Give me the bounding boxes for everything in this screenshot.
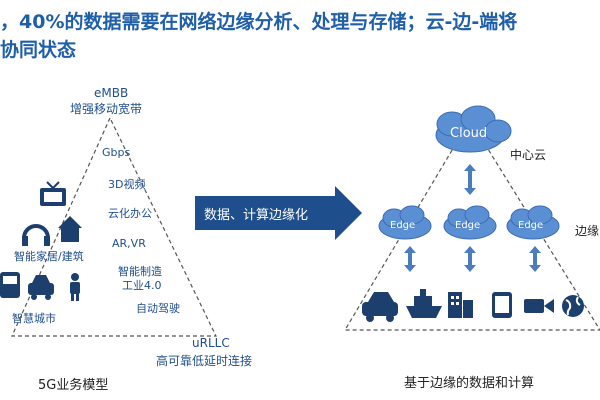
edge-cloud-2: [443, 205, 497, 240]
edge-side-label: 边缘: [575, 224, 600, 238]
tablet-icon: [492, 292, 512, 318]
car-icon: [28, 275, 54, 300]
car-icon: [362, 292, 398, 322]
cloud-label: Cloud: [450, 126, 488, 141]
item-cloud-office: 云化办公: [108, 207, 152, 220]
edge-device-arrows: [404, 246, 541, 272]
cloud-edge-arrow: [464, 164, 476, 195]
house-icon: [58, 216, 82, 242]
left-caption: 5G业务模型: [38, 378, 109, 393]
person-icon: [70, 273, 80, 301]
edge-label-1: Edge: [390, 220, 416, 231]
arrow-label: 数据、计算边缘化: [204, 208, 309, 223]
right-caption: 基于边缘的数据和计算: [404, 376, 535, 391]
item-3d-video: 3D视频: [108, 178, 146, 191]
globe-icon: [562, 295, 584, 317]
embb-label: eMBB: [94, 86, 129, 100]
flow-arrow: [195, 186, 362, 240]
item-gbps: Gbps: [102, 146, 131, 159]
edge-cloud-3: [506, 205, 560, 240]
center-cloud-label: 中心云: [510, 148, 547, 162]
edge-label-3: Edge: [518, 220, 544, 231]
ship-icon: [406, 289, 442, 318]
tv-icon: [40, 181, 66, 206]
smart-city-label: 智慧城市: [12, 312, 56, 325]
urllc-sub-label: 高可靠低延时连接: [156, 354, 253, 368]
urllc-label: uRLLC: [192, 336, 230, 350]
embb-sub-label: 增强移动宽带: [70, 102, 143, 116]
cloud-shape: [435, 105, 512, 153]
item-autonomous-driving: 自动驾驶: [136, 302, 180, 315]
item-ar-vr: AR,VR: [112, 237, 146, 250]
edge-label-2: Edge: [455, 220, 481, 231]
page-title: ，40%的数据需要在网络边缘分析、处理与存储；云-边-端将 协同状态: [0, 8, 600, 64]
headphones-icon: [22, 224, 50, 246]
building-icon: [448, 292, 473, 318]
edge-cloud-1: [378, 205, 432, 240]
title-line-1: ，40%的数据需要在网络边缘分析、处理与存储；云-边-端将: [0, 11, 518, 33]
item-smart-manufacturing: 智能制造: [118, 265, 162, 278]
smart-home-label: 智能家居/建筑: [14, 250, 84, 263]
camera-icon: [524, 299, 554, 313]
item-industry40: 工业4.0: [122, 279, 162, 292]
title-line-2: 协同状态: [0, 39, 77, 61]
bus-icon: [0, 272, 20, 298]
